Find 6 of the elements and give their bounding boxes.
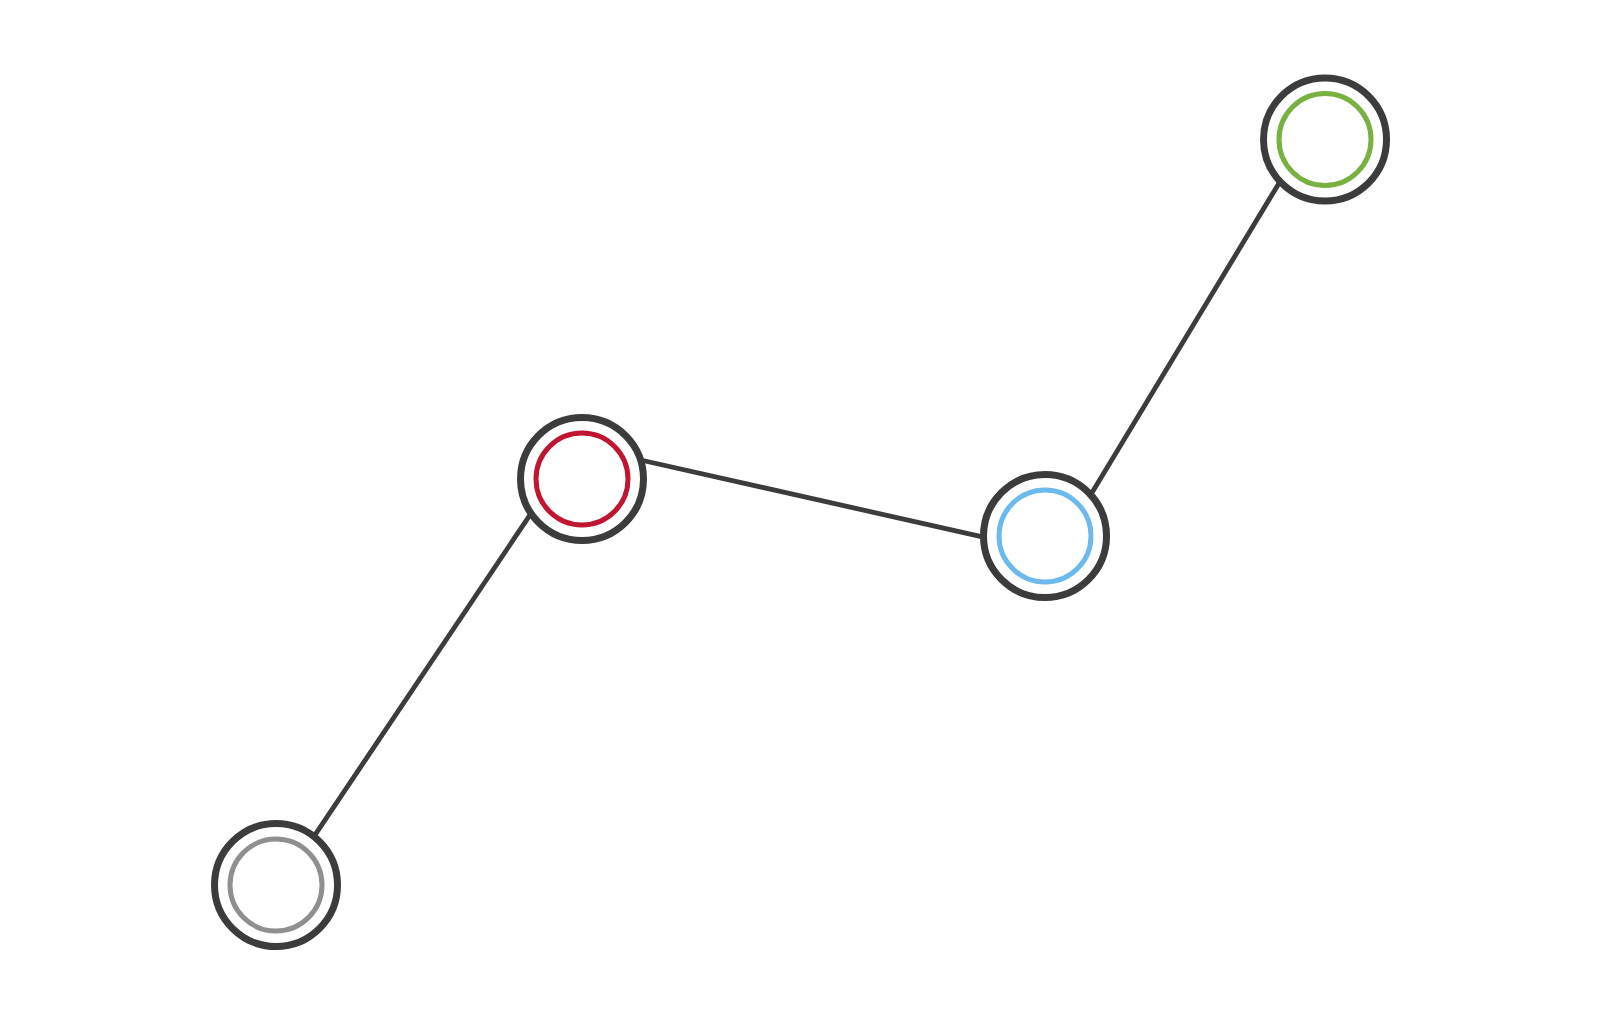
circle-node xyxy=(517,414,647,544)
circle-node xyxy=(211,820,341,950)
circle-node xyxy=(980,471,1110,601)
connector-line xyxy=(1088,180,1283,497)
connector-line xyxy=(311,512,534,838)
circle-node xyxy=(1260,74,1390,205)
